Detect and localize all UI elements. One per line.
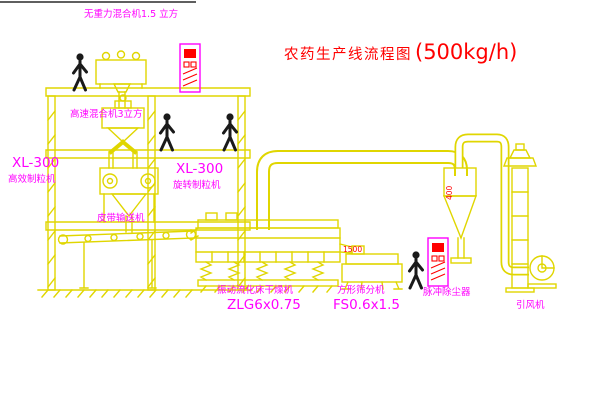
- pulse-controller-cabinet: [427, 237, 449, 287]
- sifter-model-label: FS0.6x1.5: [333, 297, 401, 313]
- title-capacity: (500kg/h): [415, 40, 518, 64]
- granulator-machine: [99, 167, 159, 233]
- drawing-title: 农药生产线流程图 (500kg/h): [284, 40, 517, 64]
- person-icon: [408, 249, 424, 290]
- exhaust-stack: [502, 143, 538, 293]
- control-cabinet-1: [179, 43, 201, 93]
- person-icon: [222, 111, 238, 152]
- title-text: 农药生产线流程图: [284, 47, 412, 63]
- cyclone-to-fan-duct: [454, 133, 529, 276]
- granulator-left-model-label: XL-300: [12, 155, 60, 171]
- induced-draft-fan-machine: [527, 255, 557, 289]
- dim-sifter-width: 1500: [343, 245, 362, 254]
- building-structure: [37, 87, 253, 298]
- person-icon: [72, 51, 88, 92]
- gravity-mixer-machine: [95, 50, 147, 109]
- dust-collector-label: 脉冲除尘器: [423, 287, 471, 298]
- belt-conveyor-label: 皮带输送机: [97, 213, 145, 224]
- gravity-mixer-label: 无重力混合机1.5 立方: [84, 9, 179, 20]
- granulator-center-name-label: 旋转制粒机: [173, 180, 221, 191]
- belt-conveyor-machine: [57, 229, 197, 289]
- fan-label: 引风机: [516, 300, 545, 311]
- person-icon: [159, 111, 175, 152]
- granulator-center-model-label: XL-300: [176, 161, 224, 177]
- main-exhaust-duct: [256, 150, 468, 230]
- dryer-name-label: 振动流化床干燥机: [217, 285, 294, 296]
- dryer-model-label: ZLG6x0.75: [227, 297, 301, 313]
- sifter-name-label: 方形筛分机: [337, 285, 385, 296]
- high-speed-mixer-label: 高速混合机3立方: [70, 109, 143, 120]
- fluid-bed-dryer-machine: [190, 212, 353, 293]
- granulator-left-name-label: 高效制粒机: [8, 174, 56, 185]
- high-speed-mixer-machine: [101, 94, 145, 169]
- sifter-machine: [341, 245, 403, 290]
- dim-cyclone-duct: 400: [445, 185, 454, 200]
- cyclone-separator: [442, 167, 477, 264]
